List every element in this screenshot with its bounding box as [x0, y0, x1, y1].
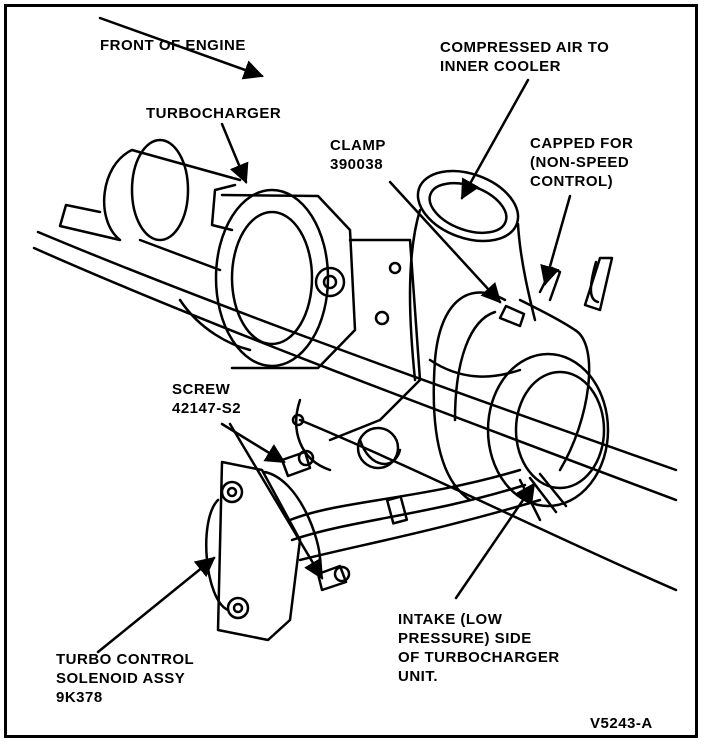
compressor-housing [356, 352, 610, 508]
figure-frame [4, 4, 698, 738]
label-solenoid: TURBO CONTROL SOLENOID ASSY 9K378 [56, 651, 195, 706]
leader-clamp [388, 180, 502, 304]
leader-intake [454, 482, 536, 600]
leader-compressed-air [460, 78, 530, 200]
screws [280, 449, 351, 592]
rail-upper [36, 230, 678, 472]
front-of-engine-arrow [98, 16, 264, 80]
leader-screw-1 [220, 422, 286, 464]
label-compressed-air: COMPRESSED AIR TO INNER COOLER [440, 39, 610, 75]
label-screw: SCREW 42147-S2 [172, 381, 242, 417]
leader-capped [540, 194, 572, 286]
wire-harness [288, 468, 568, 562]
turbine-housing [178, 183, 357, 370]
exhaust-duct [58, 138, 242, 272]
compressor-outlet [408, 169, 537, 382]
label-turbocharger: TURBOCHARGER [146, 105, 282, 122]
label-capped: CAPPED FOR (NON-SPEED CONTROL) [530, 135, 634, 190]
solenoid [205, 460, 322, 642]
label-front-of-engine: FRONT OF ENGINE [100, 37, 246, 54]
rail-lower [32, 246, 678, 502]
leader-turbocharger [220, 122, 249, 184]
leader-screw-2 [228, 422, 324, 580]
center-housing [291, 238, 422, 472]
label-clamp: CLAMP 390038 [330, 137, 386, 173]
label-intake: INTAKE (LOW PRESSURE) SIDE OF TURBOCHARG… [398, 611, 560, 685]
figure-code: V5243-A [590, 715, 653, 732]
leader-solenoid [96, 556, 216, 654]
rail-bottom [298, 418, 678, 592]
